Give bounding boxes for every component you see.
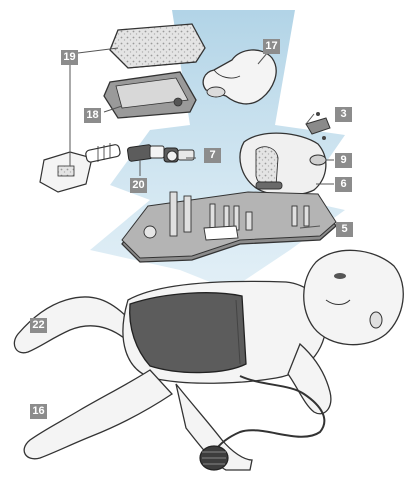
label-3: 3 bbox=[335, 107, 352, 122]
label-5: 5 bbox=[336, 222, 353, 237]
lung-plate bbox=[104, 72, 196, 118]
label-22: 22 bbox=[30, 318, 47, 333]
label-20: 20 bbox=[130, 178, 147, 193]
label-6: 6 bbox=[335, 177, 352, 192]
infant-manikin bbox=[14, 250, 403, 470]
label-18: 18 bbox=[84, 108, 101, 123]
foam-pad bbox=[110, 24, 205, 68]
inflation-bulb bbox=[200, 446, 228, 470]
label-17: 17 bbox=[263, 39, 280, 54]
label-9: 9 bbox=[335, 153, 352, 168]
label-7: 7 bbox=[204, 148, 221, 163]
valve-mouthpiece bbox=[40, 143, 121, 192]
mask-shell bbox=[240, 133, 326, 195]
label-19: 19 bbox=[61, 50, 78, 65]
label-16: 16 bbox=[30, 404, 47, 419]
